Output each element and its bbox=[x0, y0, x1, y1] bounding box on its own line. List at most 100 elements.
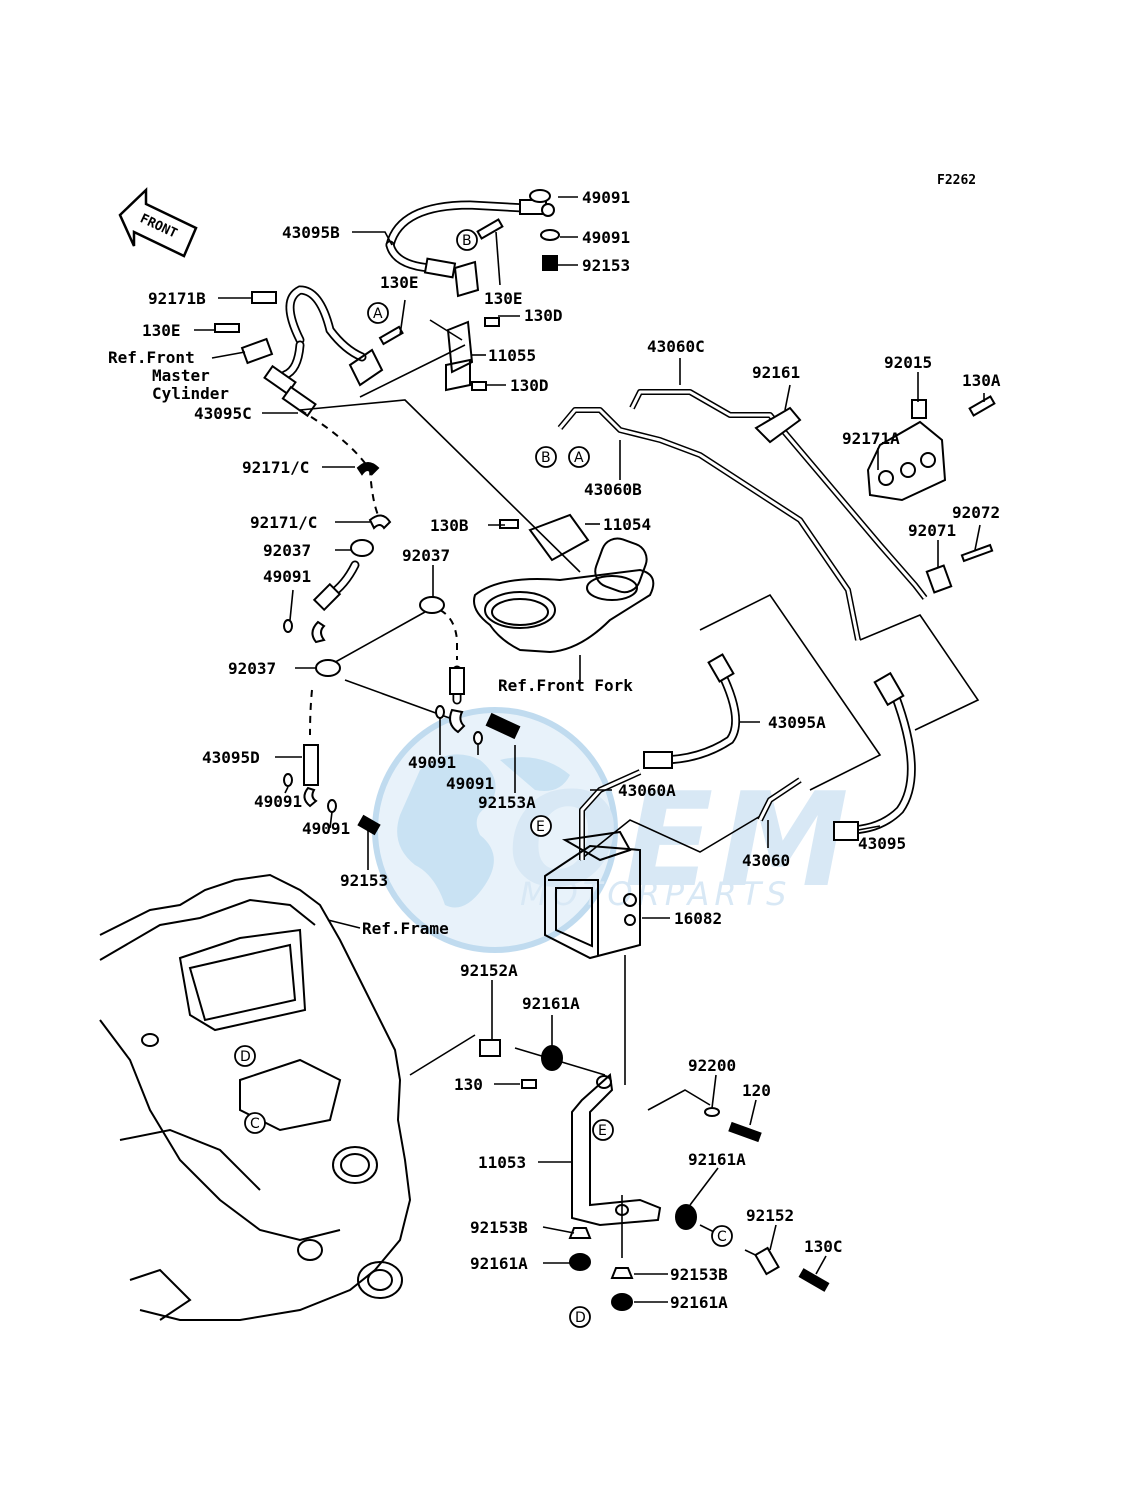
label-92152a: 92152A bbox=[460, 961, 518, 980]
hose-route-dashed-2 bbox=[309, 689, 313, 736]
label-49091: 49091 bbox=[263, 567, 311, 586]
svg-text:C: C bbox=[250, 1116, 260, 1132]
left-hose-parts bbox=[283, 189, 560, 836]
label-ref-front-master-cylinder: Master bbox=[152, 366, 210, 385]
label-43095: 43095 bbox=[858, 834, 906, 853]
label-130e: 130E bbox=[380, 273, 419, 292]
callout-a-2: A bbox=[568, 446, 590, 468]
label-130d: 130D bbox=[510, 376, 549, 395]
label-130b: 130B bbox=[430, 516, 469, 535]
label-43060a: 43060A bbox=[618, 781, 676, 800]
label-ref-frame: Ref.Frame bbox=[362, 919, 449, 938]
svg-text:C: C bbox=[717, 1229, 727, 1245]
front-arrow-icon: FRONT bbox=[118, 187, 198, 258]
label-49091: 49091 bbox=[302, 819, 350, 838]
label-92171c: 92171/C bbox=[250, 513, 317, 532]
label-49091: 49091 bbox=[408, 753, 456, 772]
label-92015: 92015 bbox=[884, 353, 932, 372]
label-92071: 92071 bbox=[908, 521, 956, 540]
svg-text:D: D bbox=[575, 1310, 586, 1326]
front-fork-clamp bbox=[473, 537, 655, 654]
svg-text:A: A bbox=[373, 306, 383, 322]
leader-lines bbox=[299, 319, 980, 1263]
watermark-word-motorparts: MOTORPARTS bbox=[520, 875, 791, 913]
label-92200: 92200 bbox=[688, 1056, 736, 1075]
callout-c-2: C bbox=[711, 1225, 733, 1247]
label-49091: 49091 bbox=[254, 792, 302, 811]
label-ref-front-master-cylinder: Ref.Front bbox=[108, 348, 195, 367]
label-11054: 11054 bbox=[603, 515, 651, 534]
abs-mount-bracket bbox=[479, 1039, 780, 1311]
label-ref-front-master-cylinder: Cylinder bbox=[152, 384, 229, 403]
svg-text:E: E bbox=[598, 1123, 607, 1139]
label-130e: 130E bbox=[142, 321, 181, 340]
label-92037: 92037 bbox=[263, 541, 311, 560]
label-92153: 92153 bbox=[582, 256, 630, 275]
callout-d-2: D bbox=[569, 1306, 591, 1328]
pipe-clamp-parts bbox=[754, 399, 994, 594]
label-130: 130 bbox=[454, 1075, 483, 1094]
callout-e-1: E bbox=[530, 815, 552, 837]
label-92037: 92037 bbox=[402, 546, 450, 565]
callout-e-2: E bbox=[592, 1119, 614, 1141]
svg-text:D: D bbox=[240, 1049, 251, 1065]
label-leaders bbox=[194, 196, 985, 1303]
label-92153b: 92153B bbox=[670, 1265, 728, 1284]
label-130d: 130D bbox=[524, 306, 563, 325]
hose-brackets bbox=[348, 260, 590, 562]
label-11055: 11055 bbox=[488, 346, 536, 365]
label-43060: 43060 bbox=[742, 851, 790, 870]
callout-d-1: D bbox=[234, 1045, 256, 1067]
watermark: OEM MOTORPARTS bbox=[372, 707, 849, 953]
label-11053: 11053 bbox=[478, 1153, 526, 1172]
callout-c-1: C bbox=[244, 1112, 266, 1134]
label-130c: 130C bbox=[804, 1237, 843, 1256]
label-49091: 49091 bbox=[582, 188, 630, 207]
label-49091: 49091 bbox=[446, 774, 494, 793]
label-ref-front-fork: Ref.Front Fork bbox=[498, 676, 633, 695]
callout-b-2: B bbox=[535, 446, 557, 468]
callout-a-1: A bbox=[367, 302, 389, 324]
svg-text:B: B bbox=[462, 233, 472, 249]
abs-hydraulic-unit bbox=[544, 830, 641, 960]
label-92161a: 92161A bbox=[470, 1254, 528, 1273]
svg-text:E: E bbox=[536, 819, 545, 835]
label-92171c: 92171/C bbox=[242, 458, 309, 477]
part-labels: 49091 49091 92153 43095B 130E 130E 130E … bbox=[108, 188, 1001, 1312]
label-43095b: 43095B bbox=[282, 223, 340, 242]
label-92152: 92152 bbox=[746, 1206, 794, 1225]
label-92171a: 92171A bbox=[842, 429, 900, 448]
svg-text:A: A bbox=[574, 450, 584, 466]
upper-brake-hose-group bbox=[240, 199, 555, 418]
label-43095a: 43095A bbox=[768, 713, 826, 732]
label-49091: 49091 bbox=[582, 228, 630, 247]
label-43095d: 43095D bbox=[202, 748, 260, 767]
hose-route-dashed-3 bbox=[439, 609, 458, 660]
label-43060b: 43060B bbox=[584, 480, 642, 499]
figure-id: F2262 bbox=[937, 173, 976, 188]
bolts bbox=[214, 218, 996, 1292]
label-92037: 92037 bbox=[228, 659, 276, 678]
label-92161a: 92161A bbox=[522, 994, 580, 1013]
label-92161a: 92161A bbox=[688, 1150, 746, 1169]
brake-pipes bbox=[557, 389, 928, 860]
motorcycle-frame bbox=[99, 873, 412, 1321]
label-92153a: 92153A bbox=[478, 793, 536, 812]
label-43095c: 43095C bbox=[194, 404, 252, 423]
label-16082: 16082 bbox=[674, 909, 722, 928]
label-130a: 130A bbox=[962, 371, 1001, 390]
label-92072: 92072 bbox=[952, 503, 1000, 522]
label-130e: 130E bbox=[484, 289, 523, 308]
label-92161: 92161 bbox=[752, 363, 800, 382]
label-92153b: 92153B bbox=[470, 1218, 528, 1237]
svg-text:B: B bbox=[541, 450, 551, 466]
label-43060c: 43060C bbox=[647, 337, 705, 356]
label-92171b: 92171B bbox=[148, 289, 206, 308]
label-92153: 92153 bbox=[340, 871, 388, 890]
callout-b-1: B bbox=[456, 229, 478, 251]
label-92161a: 92161A bbox=[670, 1293, 728, 1312]
watermark-continents-icon bbox=[397, 754, 570, 908]
label-120: 120 bbox=[742, 1081, 771, 1100]
